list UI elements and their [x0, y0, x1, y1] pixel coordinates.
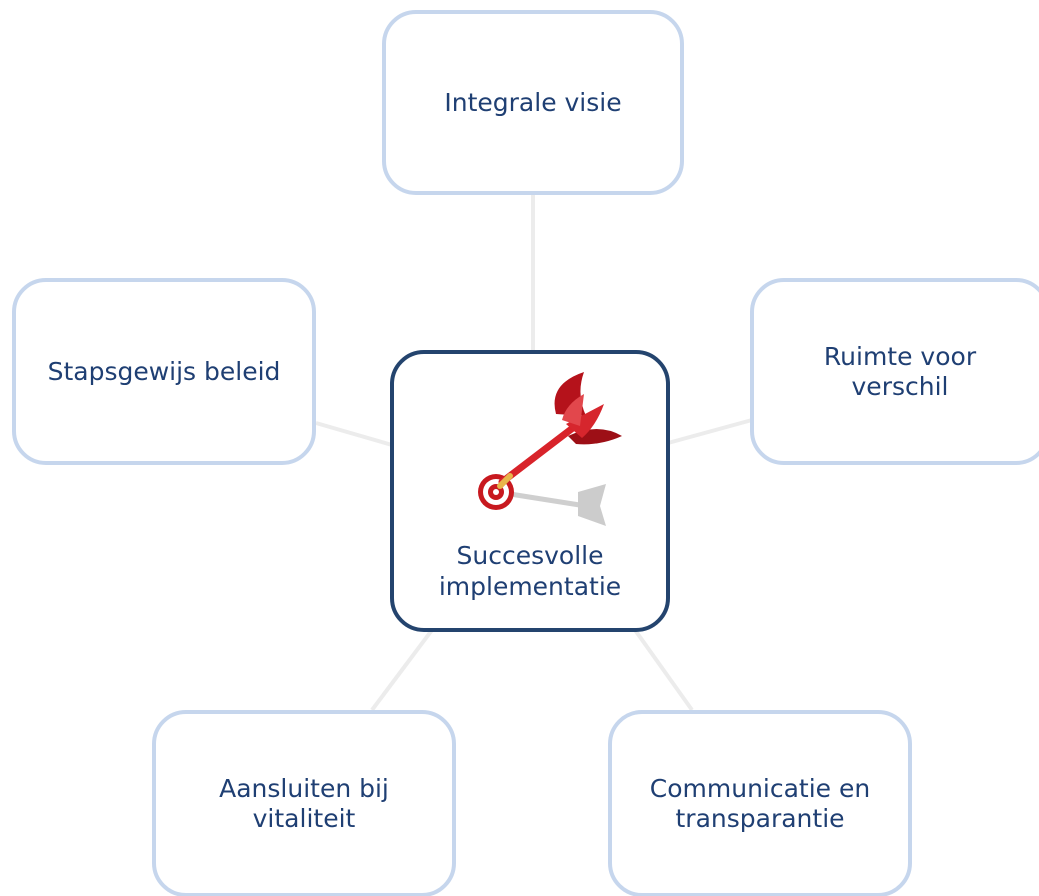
- node-text: Aansluiten bij vitaliteit: [219, 774, 389, 834]
- node-label-line1: Aansluiten bij: [219, 773, 389, 803]
- node-label-line1: Ruimte voor: [823, 341, 977, 371]
- node-communicatie-en-transparantie: Communicatie en transparantie: [608, 710, 912, 896]
- connector-bottom-left: [370, 628, 434, 712]
- connector-bottom-right: [633, 628, 694, 712]
- node-label-line1: Stapsgewijs beleid: [47, 356, 281, 386]
- node-label-line2: transparantie: [675, 803, 845, 833]
- node-text: Stapsgewijs beleid: [48, 357, 281, 387]
- dart-target-icon: [478, 372, 622, 526]
- node-aansluiten-bij-vitaliteit: Aansluiten bij vitaliteit: [152, 710, 456, 896]
- node-label-line1: Integrale visie: [444, 87, 622, 117]
- node-label-line2: verschil: [851, 371, 949, 401]
- node-label-line2: vitaliteit: [252, 803, 356, 833]
- node-ruimte-voor-verschil: Ruimte voor verschil: [750, 278, 1039, 465]
- center-node: Succesvolle implementatie: [390, 350, 670, 632]
- node-label-line1: Communicatie en: [649, 773, 871, 803]
- node-text: Integrale visie: [444, 88, 621, 118]
- connector-right: [667, 418, 753, 445]
- node-stapsgewijs-beleid: Stapsgewijs beleid: [12, 278, 316, 465]
- center-label-line1: Succesvolle: [456, 541, 604, 570]
- connector-left: [315, 421, 393, 447]
- node-text: Communicatie en transparantie: [650, 774, 870, 834]
- center-label: Succesvolle implementatie: [394, 540, 666, 603]
- node-text: Ruimte voor verschil: [824, 342, 976, 402]
- center-label-line2: implementatie: [438, 572, 622, 602]
- node-integrale-visie: Integrale visie: [382, 10, 684, 195]
